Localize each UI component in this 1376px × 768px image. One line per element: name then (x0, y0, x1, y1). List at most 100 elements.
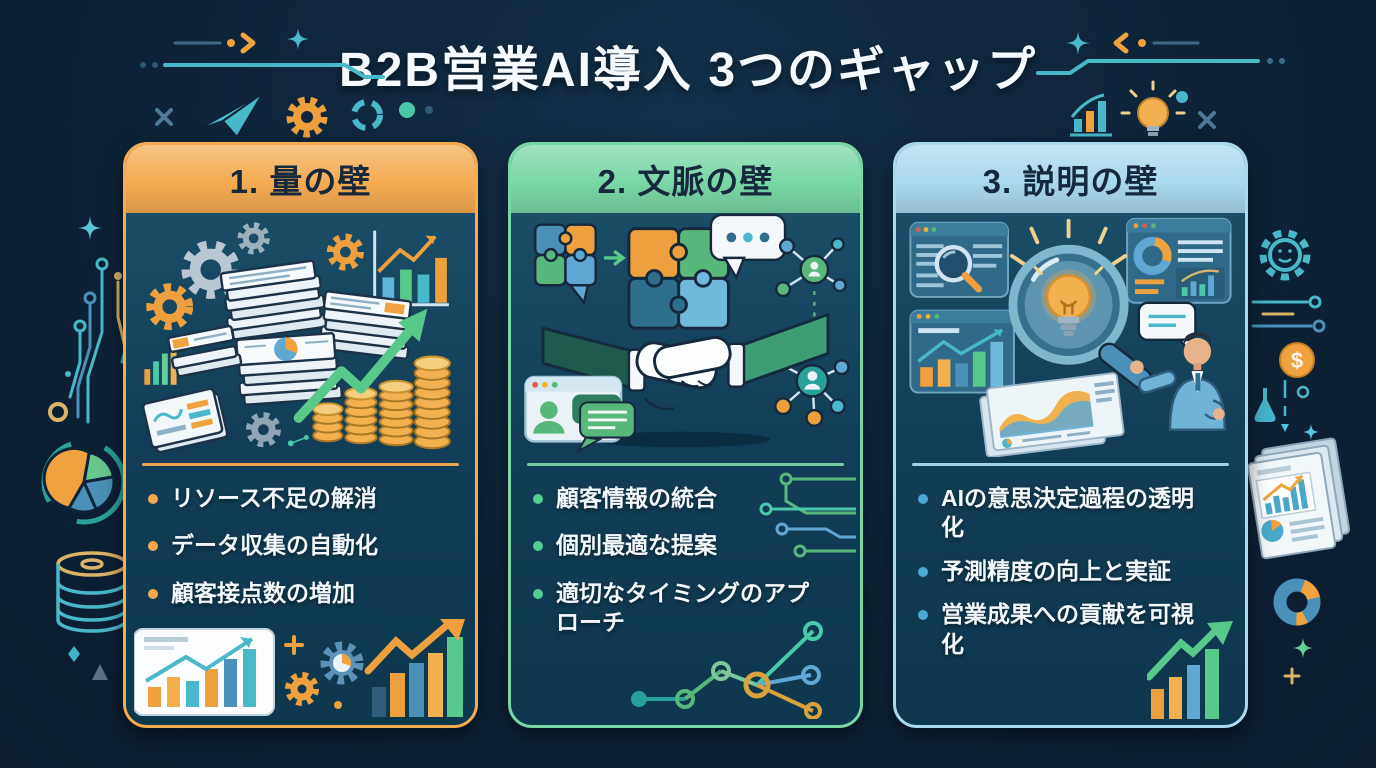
quantity-illustration (126, 213, 475, 457)
document-stack-icon (219, 259, 328, 341)
gear-pie-icon (320, 641, 364, 685)
bullet-item: 予測精度の向上と実証 (918, 557, 1231, 586)
handshake-icon (541, 312, 830, 411)
card2-divider (527, 463, 844, 466)
diamond-icon (68, 646, 80, 662)
explanation-illustration (896, 213, 1245, 457)
card2-title: 2. 文脈の壁 (597, 163, 774, 200)
bar-chart-icon (373, 230, 449, 307)
bullet-item: 適切なタイミングのアプローチ (533, 579, 813, 638)
card3-bullets: AIの意思決定過程の透明化 予測精度の向上と実証 営業成果への貢献を可視化 (896, 466, 1245, 659)
bullet-text: 顧客接点数の増加 (171, 579, 355, 606)
report-doc-icon (979, 372, 1125, 457)
card2-header: 2. 文脈の壁 (511, 145, 860, 213)
bullet-item: AIの意思決定過程の透明化 (918, 484, 1208, 543)
bullet-dot (918, 494, 928, 504)
gear-icon (245, 412, 281, 448)
document-stack-icon (319, 290, 413, 360)
card3-title: 3. 説明の壁 (982, 163, 1159, 200)
bullet-dot (533, 541, 543, 552)
bullet-text: 顧客情報の統合 (556, 485, 717, 511)
sparkle-icon (1303, 424, 1319, 440)
node-line-chart-icon (631, 621, 823, 719)
card3-body: AIの意思決定過程の透明化 予測精度の向上と実証 営業成果への貢献を可視化 (896, 213, 1245, 725)
document-stack-icon (167, 324, 243, 378)
ring-icon (48, 402, 68, 422)
card-explanation-wall: 3. 説明の壁 (893, 142, 1248, 728)
circuit-traces-icon (759, 472, 856, 558)
bullet-text: 営業成果への貢献を可視化 (941, 601, 1194, 657)
bullet-item: 顧客情報の統合 (533, 484, 846, 513)
plus-icon (1283, 667, 1301, 685)
gear-icon (286, 96, 328, 138)
bullet-dot (148, 588, 158, 599)
bullet-dot (148, 541, 158, 552)
context-illustration (511, 213, 860, 457)
cross-icon (155, 108, 173, 126)
bullet-item: 顧客接点数の増加 (148, 579, 461, 608)
svg-text:$: $ (1291, 348, 1303, 373)
network-icon (770, 237, 850, 427)
puzzle-icon (533, 223, 597, 306)
mini-chart-card-icon (134, 628, 275, 716)
bullet-item: 営業成果への貢献を可視化 (918, 600, 1198, 659)
card1-divider (142, 463, 459, 466)
rising-bars-icon (364, 619, 465, 717)
card1-title: 1. 量の壁 (229, 163, 372, 200)
card3-header: 3. 説明の壁 (896, 145, 1245, 213)
card-quantity-wall: 1. 量の壁 (123, 142, 478, 728)
sparkle-icon (78, 216, 102, 240)
card1-bottom-art (134, 619, 465, 717)
bullet-text: データ収集の自動化 (171, 532, 378, 559)
arrow-up-icon (92, 664, 108, 680)
bullet-text: リソース不足の解消 (171, 485, 377, 511)
database-icon (56, 551, 128, 633)
browser-window-icon (1126, 217, 1232, 304)
bullet-text: AIの意思決定過程の透明化 (941, 485, 1194, 541)
speech-bubble-icon (709, 213, 787, 281)
card1-body: リソース不足の解消 データ収集の自動化 顧客接点数の増加 (126, 213, 475, 725)
card2-body: 顧客情報の統合 個別最適な提案 適切なタイミングのアプローチ (511, 213, 860, 725)
sparkle-icon (1293, 638, 1313, 658)
dot-decoration (334, 701, 342, 709)
shadow (590, 431, 771, 448)
flask-icon (1254, 380, 1310, 432)
presenter-icon (1130, 332, 1226, 431)
bullet-dot (533, 588, 543, 599)
bar-chart-icon (1070, 93, 1112, 137)
card1-header: 1. 量の壁 (126, 145, 475, 213)
loading-ring-icon (351, 99, 383, 131)
card2-circuit-art (759, 472, 856, 558)
magnifier-bulb-icon (1008, 218, 1153, 390)
rising-bars-arrow-icon (1147, 621, 1233, 719)
card3-divider (912, 463, 1229, 466)
gear-icon (181, 240, 240, 299)
puzzle-icon (627, 227, 730, 330)
bullet-text: 個別最適な提案 (556, 532, 717, 559)
pie-chart-icon (41, 439, 127, 525)
right-side-decorations: $ (1247, 229, 1351, 685)
report-sheet-icon (141, 387, 229, 454)
circuit-traces-icon (1251, 295, 1326, 333)
bullet-dot (533, 494, 543, 504)
bullet-text: 適切なタイミングのアプローチ (556, 579, 809, 636)
growth-arrow-icon (293, 308, 428, 423)
cross-icon (1198, 111, 1216, 129)
gear-icon (326, 233, 364, 271)
scatter-dots-icon (287, 435, 309, 447)
bullet-item: リソース不足の解消 (148, 484, 461, 513)
robot-gear-icon (1259, 229, 1311, 281)
chat-window-icon (524, 375, 636, 454)
gear-icon (237, 222, 270, 255)
bullet-dot (148, 494, 158, 504)
coins-icon (312, 355, 451, 450)
document-stack-icon (235, 332, 344, 406)
bullet-text: 予測精度の向上と実証 (941, 557, 1171, 584)
browser-window-icon (909, 309, 1015, 394)
gear-icon (146, 283, 194, 331)
plus-icon (284, 635, 304, 655)
donut-chart-icon (1273, 578, 1321, 626)
page-title: B2B営業AI導入 3つのギャップ (338, 44, 1038, 97)
browser-window-icon (909, 221, 1010, 298)
report-pages-icon (1247, 437, 1351, 560)
